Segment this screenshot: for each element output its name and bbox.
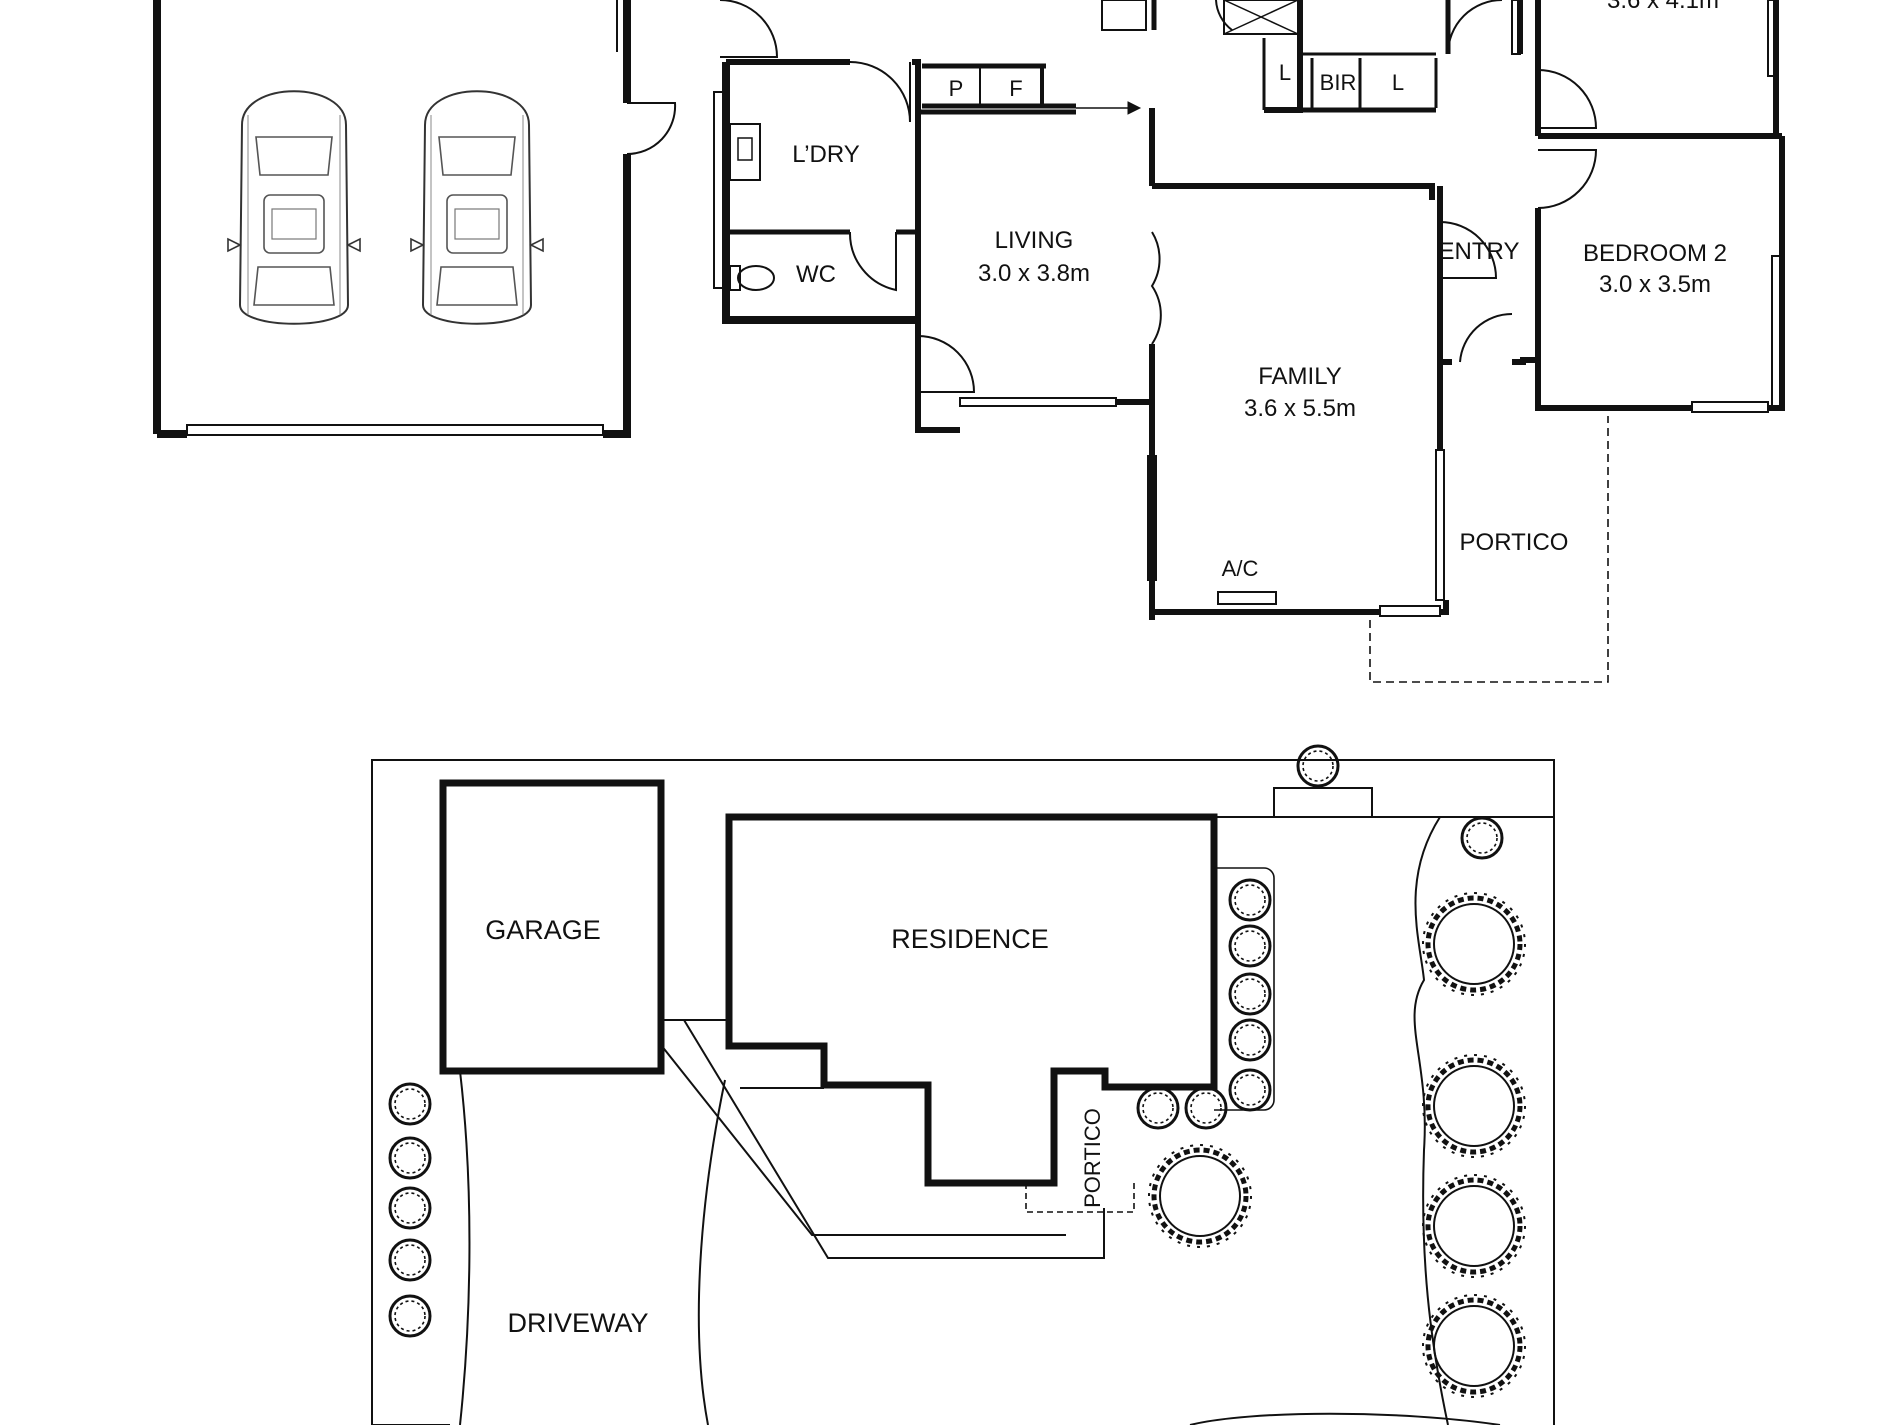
tree-icon — [1423, 893, 1525, 995]
passage-door — [719, 0, 779, 58]
site-bin-area — [1273, 787, 1373, 818]
pantry-fridge — [922, 0, 1157, 109]
site-portico-outline — [1025, 1183, 1135, 1213]
laundry-wc-walls — [713, 59, 921, 324]
bedroom-core — [1215, 0, 1503, 113]
shrub-icon — [1184, 1086, 1228, 1130]
shrub-icon — [1228, 1068, 1272, 1112]
entry-label: ENTRY — [1439, 238, 1520, 265]
site-residence-outline — [725, 813, 1218, 1187]
shrub-icon — [388, 1294, 432, 1338]
bedroom2-dimensions: 3.0 x 3.5m — [1599, 271, 1711, 298]
tree-icon — [1423, 1055, 1525, 1157]
site-boundary — [371, 759, 1555, 1425]
floor-plan — [153, 0, 1785, 683]
linen-label: L — [1392, 70, 1404, 95]
ac-label: A/C — [1222, 556, 1259, 581]
tree-icon — [1149, 1145, 1251, 1247]
entry-bedroom2-walls — [1437, 0, 1785, 413]
site-garage-label: GARAGE — [485, 915, 601, 945]
pantry-label: P — [949, 76, 964, 101]
site-plan — [371, 759, 1555, 1425]
floor-plan-labels: 3.6 x 4.1m L’DRY WC LIVING 3.0 x 3.8m P … — [792, 0, 1727, 581]
shrub-icon — [1460, 816, 1504, 860]
living-walls — [915, 101, 1435, 620]
site-garage-outline — [439, 779, 665, 1075]
shrub-icon — [388, 1238, 432, 1282]
portico-label: PORTICO — [1460, 529, 1569, 556]
living-label: LIVING — [995, 227, 1074, 254]
shrub-icon — [1228, 878, 1272, 922]
shrub-icon — [1228, 924, 1272, 968]
bedroom1-dimensions: 3.6 x 4.1m — [1607, 0, 1719, 14]
shrub-icon — [388, 1186, 432, 1230]
laundry-label: L’DRY — [792, 141, 860, 168]
family-dimensions: 3.6 x 5.5m — [1244, 395, 1356, 422]
shrub-icon — [388, 1136, 432, 1180]
bedroom2-label: BEDROOM 2 — [1583, 240, 1727, 267]
shrub-icon — [1228, 972, 1272, 1016]
bir-label: BIR — [1320, 70, 1357, 95]
linen-label: L — [1279, 60, 1291, 85]
portico-outline — [1369, 416, 1609, 683]
site-portico-label: PORTICO — [1080, 1108, 1105, 1208]
driveway-label: DRIVEWAY — [507, 1308, 648, 1338]
path-outline — [661, 1019, 1105, 1259]
driveway-edge — [459, 1070, 471, 1425]
site-residence-label: RESIDENCE — [891, 924, 1049, 954]
tree-icon — [1423, 1175, 1525, 1277]
wc-label: WC — [796, 261, 836, 288]
living-dimensions: 3.0 x 3.8m — [978, 260, 1090, 287]
car-icon — [410, 90, 544, 325]
family-label: FAMILY — [1258, 363, 1342, 390]
car-icon — [227, 90, 361, 325]
shrub-icon — [1136, 1086, 1180, 1130]
garden-bed-edge — [1413, 816, 1449, 1425]
family-walls — [1147, 350, 1449, 617]
tree-icon — [1423, 1295, 1525, 1397]
site-plan-labels: GARAGE RESIDENCE PORTICO DRIVEWAY — [485, 915, 1105, 1338]
fridge-label: F — [1009, 76, 1022, 101]
shrub-icon — [1228, 1018, 1272, 1062]
shrub-icon — [388, 1082, 432, 1126]
garage-walls — [153, 0, 677, 438]
shrub-icon — [1296, 744, 1340, 788]
